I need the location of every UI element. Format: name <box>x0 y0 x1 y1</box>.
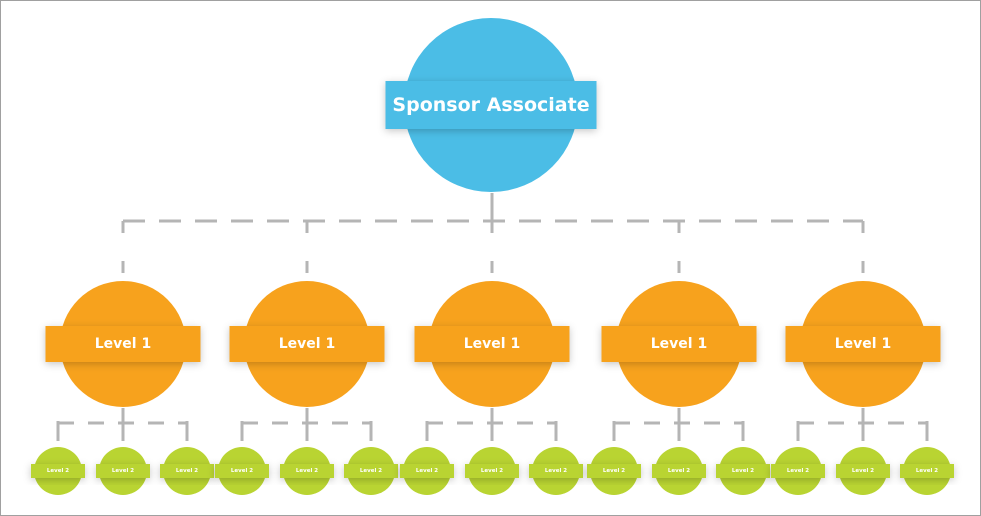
level2-node-label: Level 2 <box>47 468 69 474</box>
level2-node-label: Level 2 <box>360 468 382 474</box>
level2-node: Level 2 <box>215 447 269 495</box>
level2-node: Level 2 <box>160 447 214 495</box>
level2-node-label: Level 2 <box>176 468 198 474</box>
level2-node: Level 2 <box>587 447 641 495</box>
level2-node-label: Level 2 <box>603 468 625 474</box>
level2-node-label: Level 2 <box>787 468 809 474</box>
level1-node: Level 1 <box>601 281 757 407</box>
level2-node-banner <box>344 464 398 478</box>
level2-node-banner <box>160 464 214 478</box>
level2-node-label: Level 2 <box>231 468 253 474</box>
level2-node-label: Level 2 <box>481 468 503 474</box>
level2-node-banner <box>900 464 954 478</box>
level1-node-label: Level 1 <box>651 336 707 352</box>
level2-node: Level 2 <box>652 447 706 495</box>
level2-node-banner <box>280 464 334 478</box>
level1-node-label: Level 1 <box>464 336 520 352</box>
level2-node-banner <box>96 464 150 478</box>
level2-node-label: Level 2 <box>416 468 438 474</box>
level2-node-banner <box>652 464 706 478</box>
level2-node-banner <box>31 464 85 478</box>
level2-node-banner <box>771 464 825 478</box>
root-node-banner <box>385 81 597 129</box>
level1-node-banner <box>45 326 201 362</box>
level2-node-label: Level 2 <box>852 468 874 474</box>
level2-node: Level 2 <box>716 447 770 495</box>
level2-node-banner <box>400 464 454 478</box>
level2-node-label: Level 2 <box>296 468 318 474</box>
level1-node-banner <box>785 326 941 362</box>
level2-node-banner <box>215 464 269 478</box>
level2-node-banner <box>529 464 583 478</box>
level2-node: Level 2 <box>900 447 954 495</box>
level2-node: Level 2 <box>465 447 519 495</box>
level2-node-banner <box>716 464 770 478</box>
level2-node: Level 2 <box>400 447 454 495</box>
level1-node: Level 1 <box>45 281 201 407</box>
level2-node-label: Level 2 <box>916 468 938 474</box>
root-node: Sponsor Associate <box>385 18 597 192</box>
root-node-label: Sponsor Associate <box>392 94 589 116</box>
level1-node-banner <box>601 326 757 362</box>
level1-node-label: Level 1 <box>835 336 891 352</box>
level2-node-banner <box>587 464 641 478</box>
level2-node: Level 2 <box>836 447 890 495</box>
level1-node-label: Level 1 <box>95 336 151 352</box>
level2-node: Level 2 <box>31 447 85 495</box>
level2-node-banner <box>836 464 890 478</box>
level1-node-label: Level 1 <box>279 336 335 352</box>
level1-node: Level 1 <box>414 281 570 407</box>
level2-node: Level 2 <box>344 447 398 495</box>
level1-node-banner <box>414 326 570 362</box>
level2-node: Level 2 <box>96 447 150 495</box>
level2-node: Level 2 <box>771 447 825 495</box>
level1-node: Level 1 <box>229 281 385 407</box>
level2-node-label: Level 2 <box>545 468 567 474</box>
level2-node-label: Level 2 <box>732 468 754 474</box>
level2-node: Level 2 <box>529 447 583 495</box>
level2-node-label: Level 2 <box>668 468 690 474</box>
level1-node: Level 1 <box>785 281 941 407</box>
level1-node-banner <box>229 326 385 362</box>
level2-node: Level 2 <box>280 447 334 495</box>
level2-node-banner <box>465 464 519 478</box>
level2-node-label: Level 2 <box>112 468 134 474</box>
